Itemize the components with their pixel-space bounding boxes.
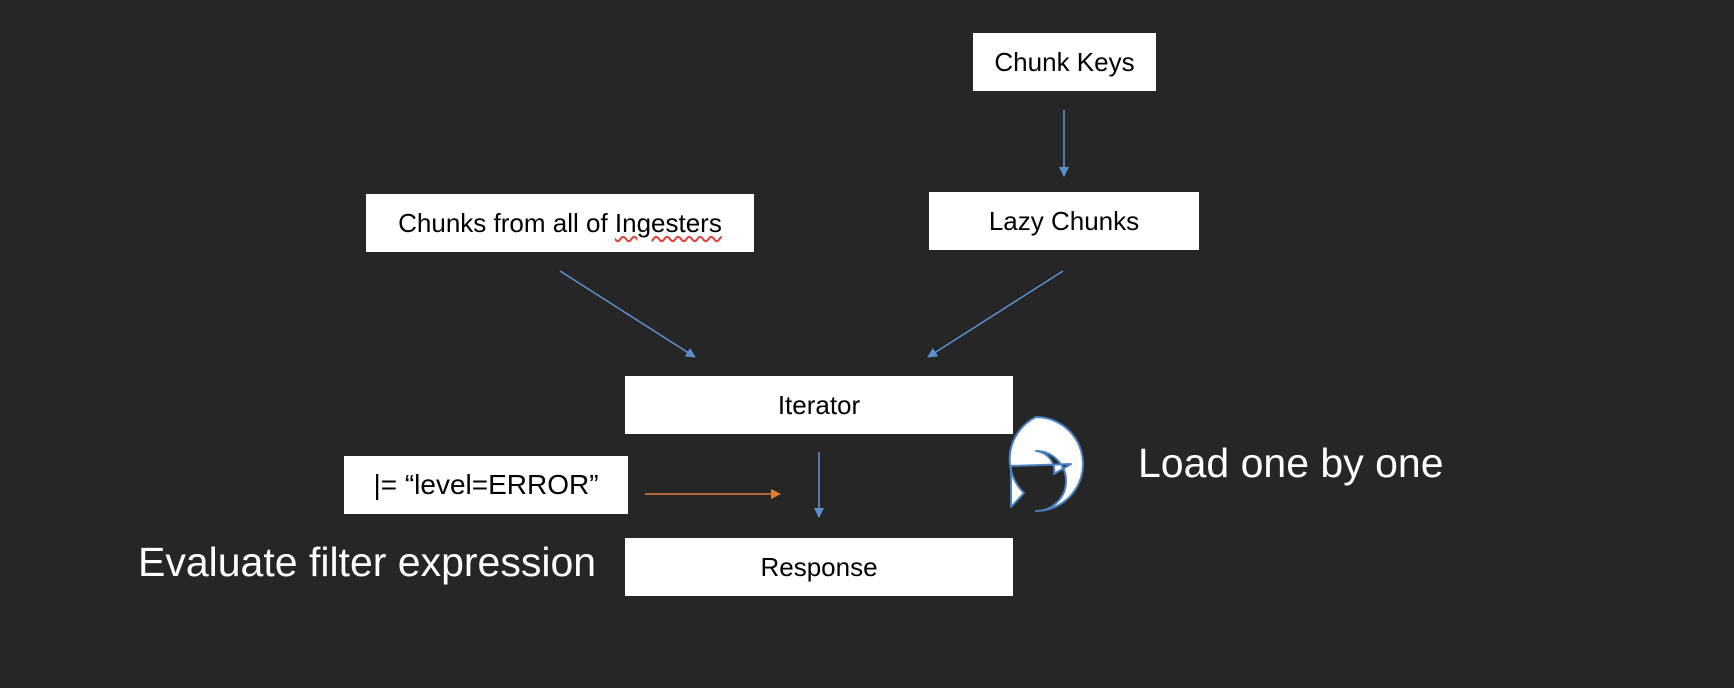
ingesters-word: Ingesters	[614, 207, 722, 238]
load-one-by-one-caption: Load one by one	[1138, 440, 1444, 486]
ingester-chunks-label-prefix: Chunks from all of	[398, 207, 615, 238]
ingester-chunks-label: Chunks from all of Ingesters	[398, 208, 722, 239]
arrow-ingesters-to-iterator	[559, 270, 696, 358]
iterator-box: Iterator	[625, 376, 1013, 434]
filter-expression-box: |= “level=ERROR”	[344, 456, 628, 514]
iterator-label: Iterator	[777, 389, 861, 420]
chunk-keys-box: Chunk Keys	[973, 33, 1156, 91]
lazy-chunks-box: Lazy Chunks	[929, 192, 1199, 250]
refresh-loop-icon	[1008, 416, 1084, 512]
ingester-chunks-box: Chunks from all of Ingesters	[366, 194, 754, 252]
response-label: Response	[760, 551, 878, 582]
filter-expression-label: |= “level=ERROR”	[373, 469, 599, 500]
evaluate-filter-caption: Evaluate filter expression	[138, 539, 597, 585]
lazy-chunks-label: Lazy Chunks	[988, 205, 1140, 236]
response-box: Response	[625, 538, 1013, 596]
chunk-keys-label: Chunk Keys	[994, 46, 1135, 77]
arrow-lazy-chunks-to-iterator	[927, 270, 1064, 358]
